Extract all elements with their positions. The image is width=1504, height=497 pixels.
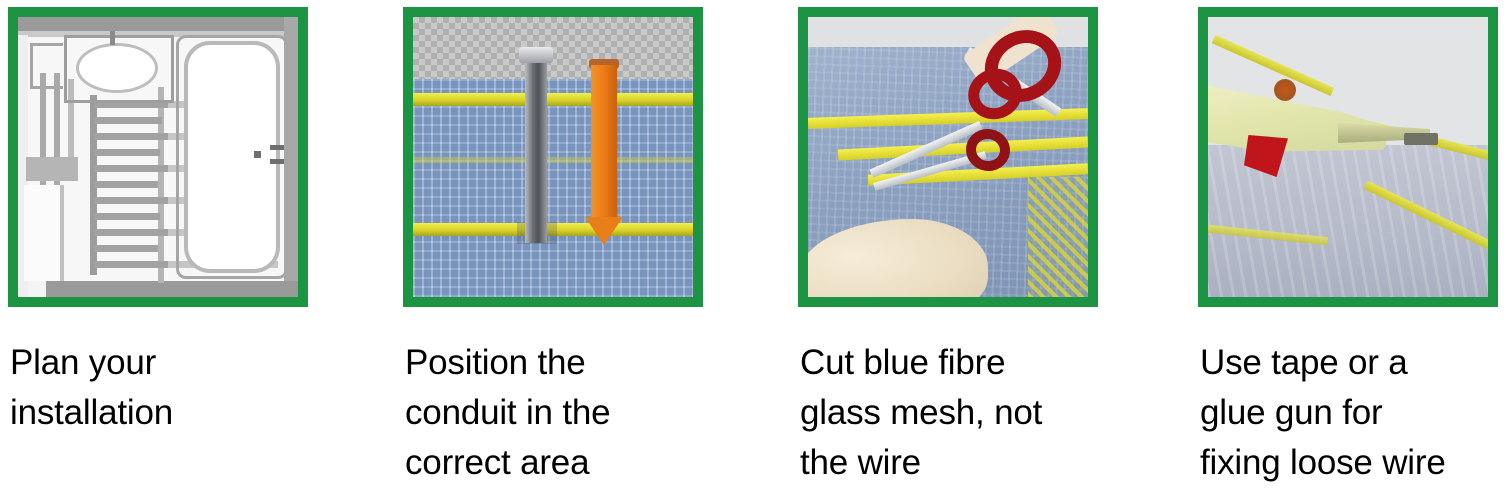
cable-run-horizontal: [94, 261, 172, 268]
wall-bottom: [46, 281, 298, 297]
caption-line: installation: [10, 393, 173, 432]
cable-run-horizontal: [94, 149, 160, 156]
caption-line: the wire: [800, 443, 921, 482]
floor-plan-graphic: [18, 17, 298, 297]
cable-run-horizontal: [94, 165, 170, 172]
arrow-tail: [589, 59, 619, 69]
cable-run-horizontal: [94, 229, 170, 236]
cable-run-horizontal: [94, 245, 158, 252]
bath-tub-outline: [176, 35, 288, 279]
step-2-image-frame: [403, 7, 703, 307]
cutting-scene: [808, 17, 1088, 297]
cable-spine-secondary: [158, 87, 164, 283]
conduit-pipe: [525, 53, 547, 243]
conduit-cap: [519, 47, 553, 63]
fibre-glass-mesh-floor: [413, 79, 693, 297]
mesh-corner-detail: [1028, 177, 1088, 297]
conduit-scene: [413, 17, 693, 297]
cable-run-horizontal: [94, 197, 170, 204]
caption-line: Position the: [405, 343, 586, 382]
tiled-wall: [413, 17, 693, 79]
caption-line: glass mesh, not: [800, 393, 1043, 432]
cable-run-horizontal: [94, 117, 162, 124]
step-3-caption: Cut blue fibre glass mesh, not the wire: [800, 338, 1100, 488]
plan-fixture-block: [26, 157, 78, 181]
bath-tap: [270, 159, 284, 164]
heating-wire: [413, 223, 693, 236]
bath-waste: [254, 151, 261, 158]
wash-basin: [76, 43, 158, 93]
step-2-caption: Position the conduit in the correct area: [405, 338, 705, 488]
plan-annotation-bracket: [30, 43, 63, 89]
step-3-image-frame: [798, 7, 1098, 307]
hand: [808, 219, 988, 297]
caption-line: Plan your: [10, 343, 157, 382]
step-card-3: Cut blue fibre glass mesh, not the wire: [790, 0, 1106, 497]
bath-tub: [184, 41, 280, 273]
bathroom-floor-plan-image: [18, 17, 298, 297]
heating-wire: [413, 93, 693, 106]
wall-top: [18, 17, 298, 31]
caption-line: glue gun for: [1200, 393, 1383, 432]
bath-tap: [270, 145, 284, 150]
conduit-on-mesh-image: [413, 17, 693, 297]
cable-run-horizontal: [94, 181, 158, 188]
caption-line: Use tape or a: [1200, 343, 1408, 382]
basin-tap: [110, 31, 115, 45]
cutting-mesh-image: [808, 17, 1088, 297]
caption-line: conduit in the: [405, 393, 611, 432]
wall-top-inner: [18, 31, 298, 37]
heating-wire-faint: [413, 157, 693, 163]
step-card-4: Use tape or a glue gun for fixing loose …: [1190, 0, 1504, 497]
orange-down-arrow-icon: [591, 65, 617, 225]
step-4-caption: Use tape or a glue gun for fixing loose …: [1200, 338, 1504, 488]
cable-spine: [90, 95, 97, 275]
glue-gun-image: [1208, 17, 1488, 297]
basin-counter: [64, 35, 174, 103]
cable-run-vertical: [68, 79, 74, 175]
wall-left: [18, 35, 28, 297]
glue-gun-scene: [1208, 17, 1488, 297]
step-1-caption: Plan your installation: [10, 338, 310, 438]
door-opening: [24, 185, 60, 281]
door-line: [60, 185, 64, 281]
caption-line: Cut blue fibre: [800, 343, 1006, 382]
step-card-1: Plan your installation: [0, 0, 316, 497]
cable-run-horizontal: [94, 213, 160, 220]
step-card-2: Position the conduit in the correct area: [395, 0, 711, 497]
cable-run-horizontal: [94, 101, 170, 108]
arrow-head: [585, 217, 623, 245]
glue-gun-indicator: [1274, 79, 1296, 101]
cable-run-horizontal: [94, 133, 170, 140]
caption-line: correct area: [405, 443, 590, 482]
caption-line: fixing loose wire: [1200, 443, 1446, 482]
step-1-image-frame: [8, 7, 308, 307]
step-4-image-frame: [1198, 7, 1498, 307]
heating-wire: [1211, 34, 1335, 97]
glue-gun-nozzle: [1404, 133, 1438, 145]
